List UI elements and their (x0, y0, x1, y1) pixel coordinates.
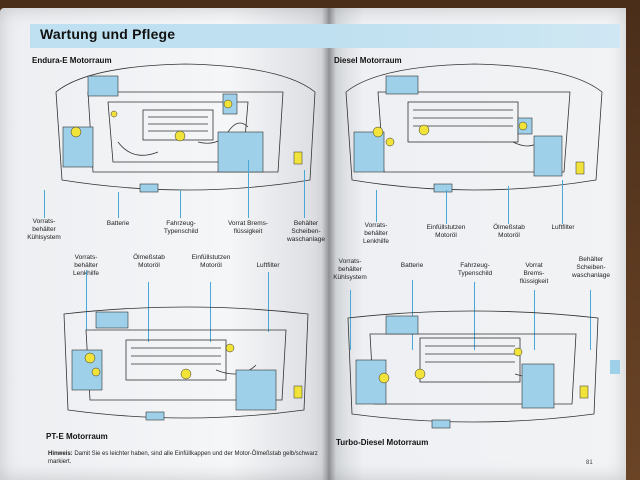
leader-line (118, 192, 119, 218)
leader-line (268, 272, 269, 332)
leader-line (474, 282, 475, 350)
leader-line (590, 290, 591, 350)
turbo-diesel-engine-diagram (347, 310, 599, 429)
label-oil-filler: Einfüllstutzen Motoröl (191, 254, 231, 269)
page-number: 81 (586, 460, 593, 466)
label-oil-filler-diesel: Einfüllstutzen Motoröl (426, 224, 466, 239)
label-dipstick: Ölmeßstab Motoröl (133, 254, 165, 269)
label-washer-reservoir-diesel: Behälter Scheiben- waschanlage (572, 256, 610, 279)
leader-line (562, 180, 563, 224)
header-band-right (328, 24, 620, 48)
leader-line (508, 186, 509, 224)
pt-e-engine-diagram (63, 306, 309, 421)
label-power-steering-diesel: Vorrats- behälter Lenkhilfe (362, 222, 390, 245)
leader-line (148, 282, 149, 342)
diesel-title: Diesel Motorraum (334, 56, 402, 65)
diesel-engine-diagram (345, 63, 603, 193)
page-tab-marker (610, 360, 620, 374)
hint-text: Damit Sie es leichter haben, sind alle E… (48, 451, 318, 465)
label-washer-reservoir: Behälter Scheiben- waschanlage (287, 220, 325, 243)
label-brake-fluid: Vorrat Brems- flüssigkeit (227, 220, 269, 235)
leader-line (44, 190, 45, 218)
leader-line (350, 290, 351, 350)
label-brake-fluid-diesel: Vorrat Brems- flüssigkeit (519, 262, 549, 285)
leader-line (180, 190, 181, 218)
label-coolant-tank-diesel: Vorrats- behälter Kühlsystem (333, 258, 367, 281)
header-band (30, 24, 328, 48)
leader-line (210, 282, 211, 342)
label-vehicle-plate-diesel: Fahrzeug- Typenschild (457, 262, 493, 277)
endura-e-title: Endura-E Motorraum (32, 56, 112, 65)
label-vehicle-plate: Fahrzeug- Typenschild (163, 220, 199, 235)
book-gutter (322, 8, 336, 480)
label-battery: Batterie (106, 220, 130, 227)
label-air-filter: Luftfilter (256, 262, 280, 269)
turbo-diesel-title: Turbo-Diesel Motorraum (336, 438, 429, 447)
leader-line (248, 160, 249, 218)
leader-line (534, 290, 535, 350)
leader-line (304, 170, 305, 218)
leader-line (446, 190, 447, 224)
leader-line (86, 270, 87, 330)
pt-e-title: PT-E Motorraum (46, 432, 108, 441)
label-coolant-tank: Vorrats- behälter Kühlsystem (27, 218, 61, 241)
label-air-filter-diesel: Luftfilter (551, 224, 575, 231)
hint-label: Hinweis: (48, 451, 73, 457)
leader-line (412, 280, 413, 350)
label-battery-diesel: Batterie (400, 262, 424, 269)
endura-e-engine-diagram (55, 63, 316, 193)
leader-line (376, 190, 377, 222)
page-title: Wartung und Pflege (40, 26, 176, 42)
hint-note: Hinweis: Damit Sie es leichter haben, si… (48, 450, 318, 466)
label-dipstick-diesel: Ölmeßstab Motoröl (493, 224, 525, 239)
